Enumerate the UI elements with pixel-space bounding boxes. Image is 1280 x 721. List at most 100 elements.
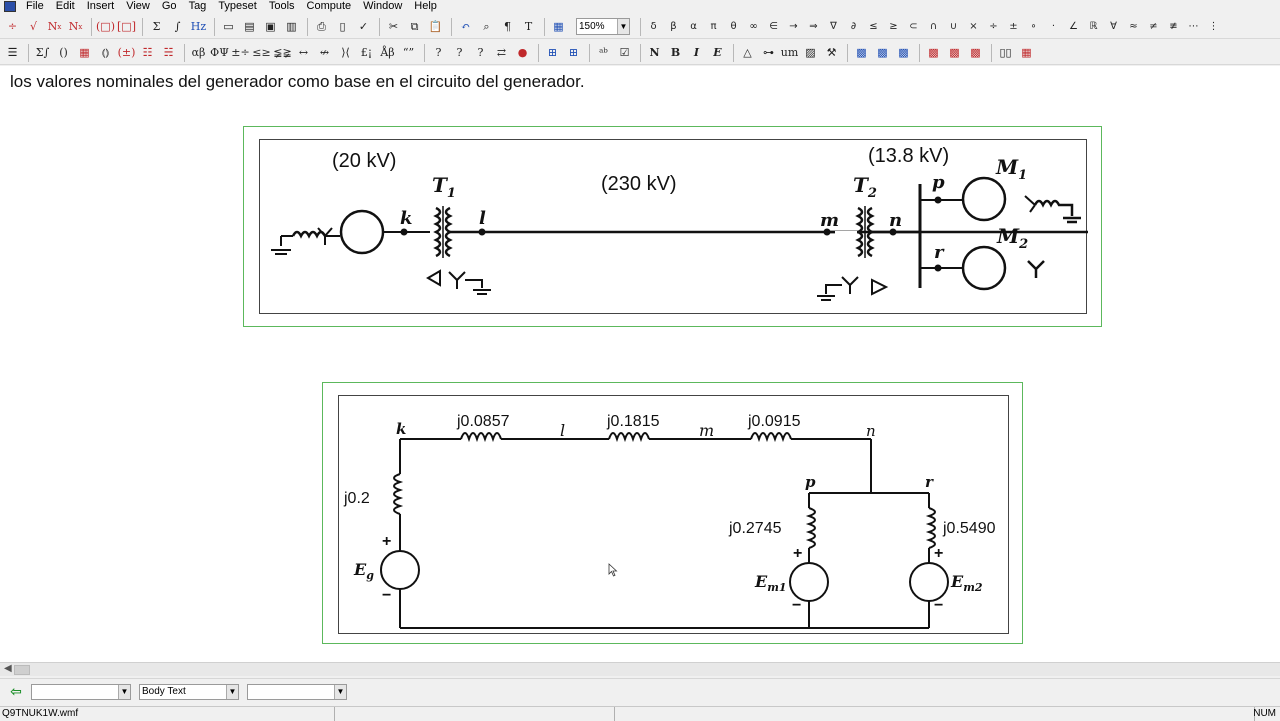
symbol-partial[interactable]: ∂ [850,21,857,32]
quotes-icon[interactable]: “” [402,46,415,59]
delimiters-icon[interactable]: () [59,46,68,59]
symbol-compose[interactable]: ∘ [1030,21,1037,32]
binary-ops-icon[interactable]: ±÷ [231,46,250,59]
grid-icon[interactable]: ▦ [79,46,90,59]
symbol-neq[interactable]: ≠ [1149,21,1158,32]
radical-icon[interactable]: √ [29,20,37,33]
scroll-left-icon[interactable]: ◀ [4,663,12,674]
sum-icon[interactable]: Σ [152,20,161,33]
menu-view[interactable]: View [126,0,150,12]
new-doc-icon[interactable]: ▭ [223,20,234,33]
menu-help[interactable]: Help [414,0,437,12]
binoculars-icon[interactable]: ⊶ [763,46,774,59]
insert-col-icon[interactable]: ⊞ [568,46,579,59]
open-icon[interactable]: ▤ [244,20,255,33]
symbol-plusminus[interactable]: ± [1009,21,1018,32]
menu-file[interactable]: File [26,0,44,12]
chart3-icon[interactable]: ▩ [898,46,909,59]
figure-impedance-diagram[interactable]: j0.0857 j0.1815 j0.0915 j0.2 j0.2745 j0.… [322,382,1023,644]
check-style-icon[interactable]: ☑ [619,46,630,59]
symbol-cdots[interactable]: ⋯ [1188,21,1199,32]
paragraph-style-select[interactable]: Body Text ▼ [139,683,239,700]
menu-compute[interactable]: Compute [306,0,352,12]
misc-symbols-icon[interactable]: £¡ [360,46,373,59]
help-index-icon[interactable]: ? [477,46,484,59]
arrows-icon[interactable]: ↔ [298,46,309,59]
symbol-beta[interactable]: β [670,21,677,32]
zoom-select[interactable]: 150% ▼ [576,18,630,35]
symbol-geq[interactable]: ≥ [889,21,898,32]
greek-upper-icon[interactable]: ΦΨ [210,46,229,59]
symbol-cap[interactable]: ∩ [929,21,938,32]
back-arrow-icon[interactable]: ⇦ [10,683,22,699]
symbol-forall[interactable]: ∀ [1110,21,1117,32]
symbol-vdots[interactable]: ⋮ [1208,21,1219,32]
symbol-cup[interactable]: ∪ [949,21,958,32]
chart2-icon[interactable]: ▩ [877,46,888,59]
greek-icon[interactable]: αβ [191,46,206,59]
integral-icon[interactable]: ∫ [174,20,181,33]
brackets-icon[interactable]: (□) [96,20,115,33]
symbol-nabla[interactable]: ∇ [830,21,837,32]
triangle-icon[interactable]: △ [743,46,752,59]
menu-insert[interactable]: Insert [86,0,115,12]
book-icon[interactable]: ▯▯ [999,46,1012,59]
stack-icon[interactable]: ☷ [142,46,153,59]
save-all-icon[interactable]: ▥ [286,20,297,33]
document-area[interactable]: los valores nominales del generador como… [0,66,1280,662]
copy-icon[interactable]: ⧉ [410,19,419,33]
symbol-theta[interactable]: θ [730,21,737,32]
menu-tag[interactable]: Tag [188,0,207,12]
symbol-infinity[interactable]: ∞ [749,21,758,32]
fraction-icon[interactable]: ÷ [7,20,18,33]
negated-relations-icon[interactable]: ≨≩ [273,46,292,59]
symbol-divide[interactable]: ÷ [989,21,998,32]
superscript-style-icon[interactable]: ᵃᵇ [599,46,608,59]
menu-window[interactable]: Window [363,0,403,12]
tag-select-1[interactable]: ▼ [31,683,131,700]
chart-icon[interactable]: ▩ [856,46,867,59]
relations-icon[interactable]: ≤≥ [252,46,271,59]
scroll-thumb[interactable] [14,665,30,675]
sum-limits-icon[interactable]: Σ∫ [35,46,50,59]
insert-row-icon[interactable]: ⊞ [547,46,558,59]
symbol-alpha[interactable]: α [690,21,697,32]
unit-m-icon[interactable]: um [780,46,799,59]
emphasis-button[interactable]: E [713,46,722,59]
latin-icon[interactable]: Åβ [380,46,395,59]
record-icon[interactable]: ● [517,46,528,59]
symbol-leq[interactable]: ≤ [869,21,878,32]
symbol-approx[interactable]: ≈ [1129,21,1138,32]
menu-edit[interactable]: Edit [55,0,75,12]
save-icon[interactable]: ▣ [265,20,276,33]
list-icon[interactable]: ☰ [7,46,18,59]
symbol-times[interactable]: × [969,21,978,32]
spell-check-icon[interactable]: ✓ [358,20,369,33]
symbol-angle[interactable]: ∠ [1069,21,1078,32]
undo-icon[interactable]: ↶ [460,20,471,33]
symbol-subset[interactable]: ⊂ [909,21,918,32]
print-preview-icon[interactable]: ▯ [339,20,346,33]
table-icon[interactable]: ▦ [553,20,564,33]
bracket-stack-icon[interactable]: ☵ [163,46,174,59]
symbol-implies[interactable]: ⇒ [809,21,818,32]
hammer-icon[interactable]: ⚒ [826,46,837,59]
symbol-arrow[interactable]: → [789,21,798,32]
text-mode-icon[interactable]: T [524,20,533,33]
help-icon[interactable]: ? [435,46,442,59]
operator-icon[interactable]: (±) [117,46,136,59]
unit-icon[interactable]: Hz [190,20,207,33]
grid-color-icon[interactable]: ▦ [1021,46,1032,59]
tag-select-3[interactable]: ▼ [247,683,347,700]
menu-go[interactable]: Go [161,0,177,12]
compute2-icon[interactable]: ▩ [949,46,960,59]
negated-arrows-icon[interactable]: ↮ [319,46,330,59]
help-hint-icon[interactable]: ? [456,46,463,59]
image-icon[interactable]: ▨ [805,46,816,59]
matrix-icon[interactable]: [□] [117,20,136,33]
pilcrow-icon[interactable]: ¶ [504,20,511,33]
compute-icon[interactable]: ▩ [928,46,939,59]
bold-button[interactable]: B [670,46,681,59]
